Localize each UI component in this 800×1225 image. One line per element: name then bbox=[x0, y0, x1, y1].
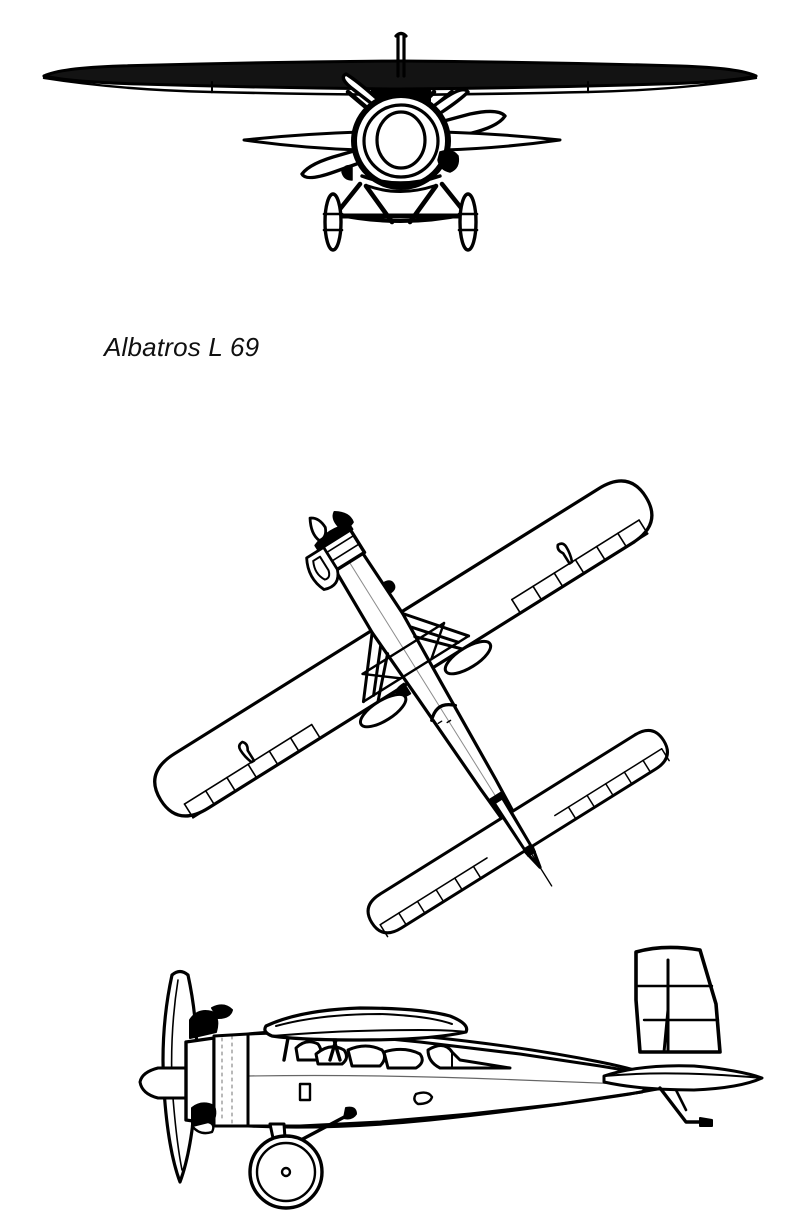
plan-view-fuselage bbox=[305, 510, 542, 869]
front-view bbox=[42, 31, 758, 252]
side-view-stabilizer bbox=[602, 1064, 764, 1092]
drawing-caption: Albatros L 69 bbox=[104, 332, 260, 362]
plan-view-fin bbox=[489, 791, 553, 887]
front-view-wing bbox=[42, 59, 758, 97]
side-view-wing bbox=[263, 1006, 469, 1042]
plan-view bbox=[153, 479, 670, 938]
side-view-tailskid bbox=[658, 1086, 713, 1127]
side-view-wheel-hub bbox=[280, 1166, 292, 1178]
plan-view-right-stabilizer bbox=[509, 728, 670, 851]
side-view-landing-gear bbox=[248, 1106, 357, 1210]
front-view-wheels bbox=[322, 192, 479, 252]
plan-view-right-wing bbox=[372, 479, 654, 685]
plan-view-left-wing bbox=[153, 612, 434, 819]
front-view-cowling bbox=[351, 92, 451, 193]
side-view-cabane-struts bbox=[282, 1036, 342, 1062]
side-view bbox=[138, 945, 764, 1210]
plan-view-left-stabilizer bbox=[366, 815, 530, 938]
front-view-side-fairings bbox=[341, 149, 460, 181]
side-view-cowling bbox=[184, 1004, 250, 1135]
side-view-spinner bbox=[138, 1066, 188, 1100]
side-view-fin-rudder bbox=[634, 945, 722, 1054]
plan-view-landing-gear bbox=[358, 635, 493, 729]
